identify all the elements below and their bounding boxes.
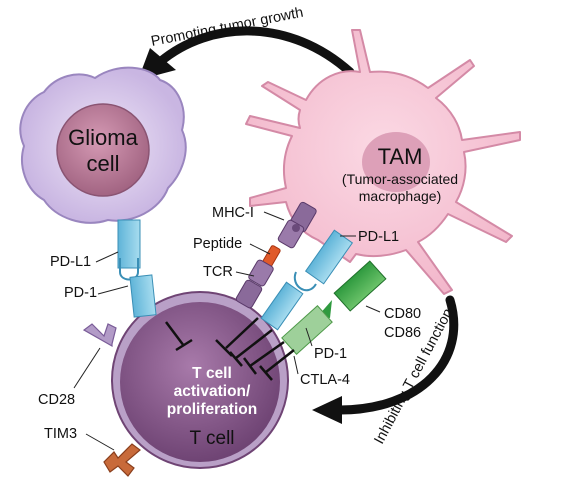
leader-pdl1-left bbox=[95, 251, 119, 263]
inhibiting-t-cell-arrow bbox=[312, 295, 459, 424]
leader-cd28 bbox=[73, 347, 101, 389]
label-pd1-right: PD-1 bbox=[314, 346, 347, 362]
label-tim3: TIM3 bbox=[44, 426, 77, 442]
label-tcr: TCR bbox=[203, 264, 233, 280]
tam-subtitle-2: macrophage) bbox=[359, 188, 442, 204]
leader-tcr bbox=[235, 271, 255, 277]
pdl1-pd1-left-receptor bbox=[117, 219, 157, 318]
leader-pd1-left bbox=[97, 285, 129, 295]
tim3-receptor bbox=[103, 443, 141, 477]
t-cell-activation-line3: proliferation bbox=[167, 401, 257, 418]
t-cell bbox=[111, 291, 289, 469]
cd28-receptor bbox=[82, 323, 117, 348]
label-cd80: CD80 bbox=[384, 306, 421, 322]
leader-cd80 bbox=[365, 305, 381, 313]
inhibition-left bbox=[165, 321, 193, 352]
t-cell-activation-line1: T cell bbox=[192, 365, 232, 382]
glioma-subtitle: cell bbox=[86, 151, 119, 176]
leader-peptide bbox=[249, 243, 271, 255]
t-cell-activation-line2: activation/ bbox=[174, 383, 251, 400]
leader-ctla4 bbox=[293, 355, 299, 375]
label-pdl1-right: PD-L1 bbox=[358, 229, 399, 245]
glioma-cell bbox=[19, 66, 187, 224]
label-cd86: CD86 bbox=[384, 325, 421, 341]
label-ctla4: CTLA-4 bbox=[300, 372, 350, 388]
pdl1-pd1-right-receptor bbox=[260, 229, 354, 331]
glioma-title: Glioma bbox=[68, 125, 138, 150]
leader-mhc bbox=[263, 211, 285, 221]
mhc-peptide-tcr-complex bbox=[235, 201, 317, 309]
leader-pd1-right bbox=[305, 327, 313, 347]
label-pdl1-left: PD-L1 bbox=[50, 254, 91, 270]
label-pd1-left: PD-1 bbox=[64, 285, 97, 301]
label-mhc: MHC-I bbox=[212, 205, 254, 221]
tam-subtitle-1: (Tumor-associated bbox=[342, 171, 458, 187]
inhibition-right bbox=[215, 317, 295, 381]
label-peptide: Peptide bbox=[193, 236, 242, 252]
promoting-tumor-growth-label: Promoting tumor growth bbox=[150, 5, 305, 50]
t-cell-name: T cell bbox=[189, 428, 234, 449]
tam-title: TAM bbox=[378, 144, 423, 169]
label-cd28: CD28 bbox=[38, 392, 75, 408]
tam-macrophage bbox=[245, 29, 521, 295]
leader-tim3 bbox=[85, 433, 115, 451]
